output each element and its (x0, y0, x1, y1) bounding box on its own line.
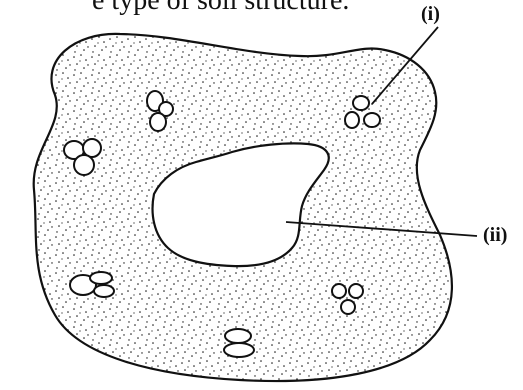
question-text-fragment: e type of soil structure. (92, 0, 349, 15)
label-i: (i) (421, 3, 440, 25)
particle-cluster-bottom-left (70, 272, 114, 297)
label-ii: (ii) (483, 224, 507, 246)
